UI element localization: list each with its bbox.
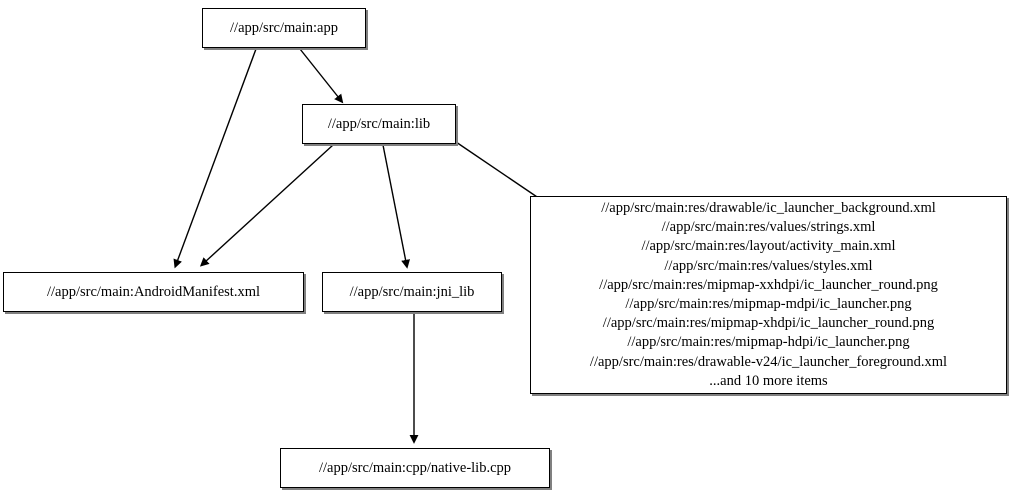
resource-line: //app/src/main:res/drawable/ic_launcher_…: [601, 199, 936, 216]
graph-node-resources-label: //app/src/main:res/drawable/ic_launcher_…: [537, 199, 1000, 391]
graph-node-android-manifest-label: //app/src/main:AndroidManifest.xml: [46, 283, 261, 300]
resource-line: //app/src/main:res/values/strings.xml: [661, 219, 876, 236]
resource-line: //app/src/main:res/mipmap-xhdpi/ic_launc…: [602, 315, 935, 332]
resource-line: //app/src/main:res/mipmap-xxhdpi/ic_laun…: [599, 276, 938, 293]
graph-node-native-lib[interactable]: //app/src/main:cpp/native-lib.cpp: [280, 448, 550, 488]
resource-line: //app/src/main:res/layout/activity_main.…: [641, 238, 896, 255]
resource-line: //app/src/main:res/mipmap-hdpi/ic_launch…: [627, 334, 910, 351]
graph-node-android-manifest[interactable]: //app/src/main:AndroidManifest.xml: [3, 272, 304, 312]
graph-node-lib-label: //app/src/main:lib: [327, 115, 431, 132]
graph-node-jni-lib[interactable]: //app/src/main:jni_lib: [322, 272, 502, 312]
edge-lib-to-jni-lib: [382, 144, 410, 269]
resource-line: //app/src/main:res/mipmap-mdpi/ic_launch…: [625, 296, 912, 312]
edge-app-to-manifest: [173, 48, 257, 269]
graph-node-lib[interactable]: //app/src/main:lib: [302, 104, 456, 144]
graph-node-resources[interactable]: //app/src/main:res/drawable/ic_launcher_…: [530, 196, 1007, 394]
graph-node-app-label: //app/src/main:app: [230, 19, 338, 36]
resource-line: //app/src/main:res/drawable-v24/ic_launc…: [589, 353, 948, 370]
graph-node-native-lib-label: //app/src/main:cpp/native-lib.cpp: [318, 459, 512, 476]
graph-node-jni-lib-label: //app/src/main:jni_lib: [349, 283, 475, 300]
edge-lib-to-manifest: [199, 144, 334, 267]
edge-app-to-lib: [299, 48, 344, 104]
graph-node-app[interactable]: //app/src/main:app: [202, 8, 366, 48]
edge-lib-to-resources: [455, 141, 549, 205]
resource-line: //app/src/main:res/values/styles.xml: [664, 257, 873, 274]
resource-line: ...and 10 more items: [709, 372, 828, 389]
